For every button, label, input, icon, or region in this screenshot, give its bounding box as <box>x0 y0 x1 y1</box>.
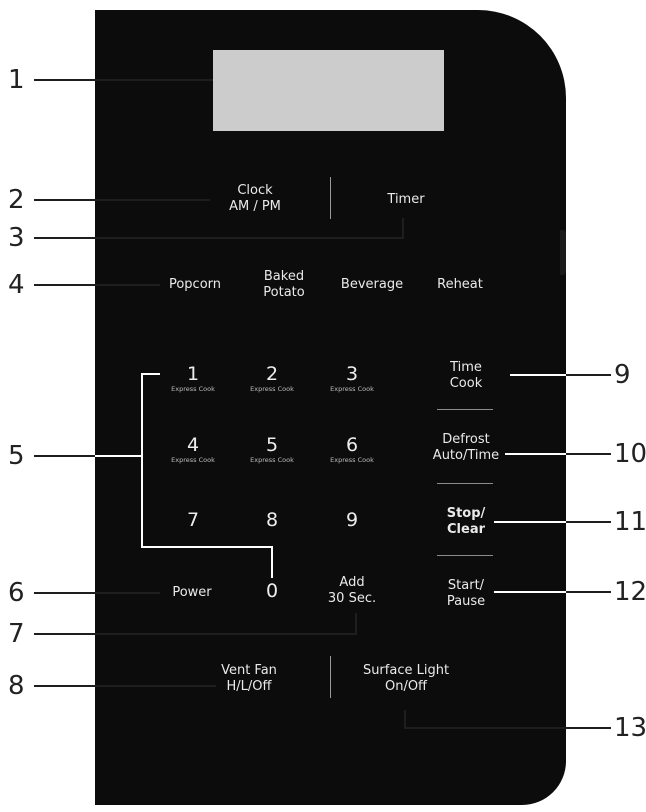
display-window <box>213 50 444 131</box>
callout-3: 3 <box>8 223 25 253</box>
leader-line-5-inner <box>95 373 160 457</box>
callout-8: 8 <box>8 671 25 701</box>
callout-1: 1 <box>8 65 25 95</box>
start-pause-button[interactable]: Start/ Pause <box>446 578 486 609</box>
number-key-9[interactable]: 9 <box>314 509 390 531</box>
surface-light-button[interactable]: Surface Light On/Off <box>362 663 450 694</box>
callout-4: 4 <box>8 270 25 300</box>
express-cook-label: Express Cook <box>171 456 215 464</box>
express-cook-label: Express Cook <box>250 456 294 464</box>
number-key-6[interactable]: 6 Express Cook <box>314 434 390 465</box>
timer-button[interactable]: Timer <box>387 192 425 207</box>
number-key-3-digit: 3 <box>345 363 359 385</box>
callout-12: 12 <box>614 577 646 607</box>
number-key-2-digit: 2 <box>265 363 279 385</box>
vent-fan-button[interactable]: Vent Fan H/L/Off <box>221 663 277 694</box>
number-key-8[interactable]: 8 <box>234 509 310 531</box>
number-key-5-digit: 5 <box>265 434 279 456</box>
baked-potato-button[interactable]: Baked Potato <box>263 269 305 300</box>
number-key-1[interactable]: 1 Express Cook <box>155 363 231 394</box>
number-key-2[interactable]: 2 Express Cook <box>234 363 310 394</box>
defrost-button[interactable]: Defrost Auto/Time <box>432 432 500 463</box>
time-cook-button[interactable]: Time Cook <box>449 360 483 391</box>
express-cook-label: Express Cook <box>250 385 294 393</box>
vent-light-divider <box>330 656 331 698</box>
callout-11: 11 <box>614 507 646 537</box>
express-cook-label: Express Cook <box>171 385 215 393</box>
leader-line-13 <box>404 710 611 729</box>
divider-stop-clear <box>437 555 493 556</box>
divider-defrost <box>437 483 493 484</box>
number-key-4-digit: 4 <box>186 434 200 456</box>
number-key-7[interactable]: 7 <box>155 509 231 531</box>
beverage-button[interactable]: Beverage <box>340 277 404 292</box>
reheat-button[interactable]: Reheat <box>437 277 483 292</box>
number-key-7-digit: 7 <box>186 509 200 531</box>
callout-7: 7 <box>8 619 25 649</box>
express-cook-label: Express Cook <box>330 456 374 464</box>
panel-edge-notch <box>560 230 566 275</box>
number-key-0[interactable]: 0 <box>234 580 310 602</box>
number-key-3[interactable]: 3 Express Cook <box>314 363 390 394</box>
callout-13: 13 <box>614 713 646 743</box>
number-key-0-digit: 0 <box>265 580 279 602</box>
number-key-5[interactable]: 5 Express Cook <box>234 434 310 465</box>
number-key-9-digit: 9 <box>345 509 359 531</box>
leader-line-3 <box>34 218 404 239</box>
clock-button[interactable]: Clock AM / PM <box>229 183 281 214</box>
number-key-4[interactable]: 4 Express Cook <box>155 434 231 465</box>
callout-10: 10 <box>614 439 646 469</box>
power-button[interactable]: Power <box>172 585 212 600</box>
number-key-8-digit: 8 <box>265 509 279 531</box>
clock-timer-divider <box>330 177 331 219</box>
callout-6: 6 <box>8 578 25 608</box>
callout-9: 9 <box>614 360 631 390</box>
add-30-sec-button[interactable]: Add 30 Sec. <box>327 575 377 606</box>
callout-5: 5 <box>8 441 25 471</box>
number-key-1-digit: 1 <box>186 363 200 385</box>
express-cook-label: Express Cook <box>330 385 374 393</box>
callout-2: 2 <box>8 185 25 215</box>
popcorn-button[interactable]: Popcorn <box>168 277 222 292</box>
leader-line-7 <box>34 613 357 635</box>
stop-clear-button[interactable]: Stop/ Clear <box>446 506 486 537</box>
divider-time-cook <box>437 409 493 410</box>
leader-line-5-lower <box>141 456 273 578</box>
number-key-6-digit: 6 <box>345 434 359 456</box>
